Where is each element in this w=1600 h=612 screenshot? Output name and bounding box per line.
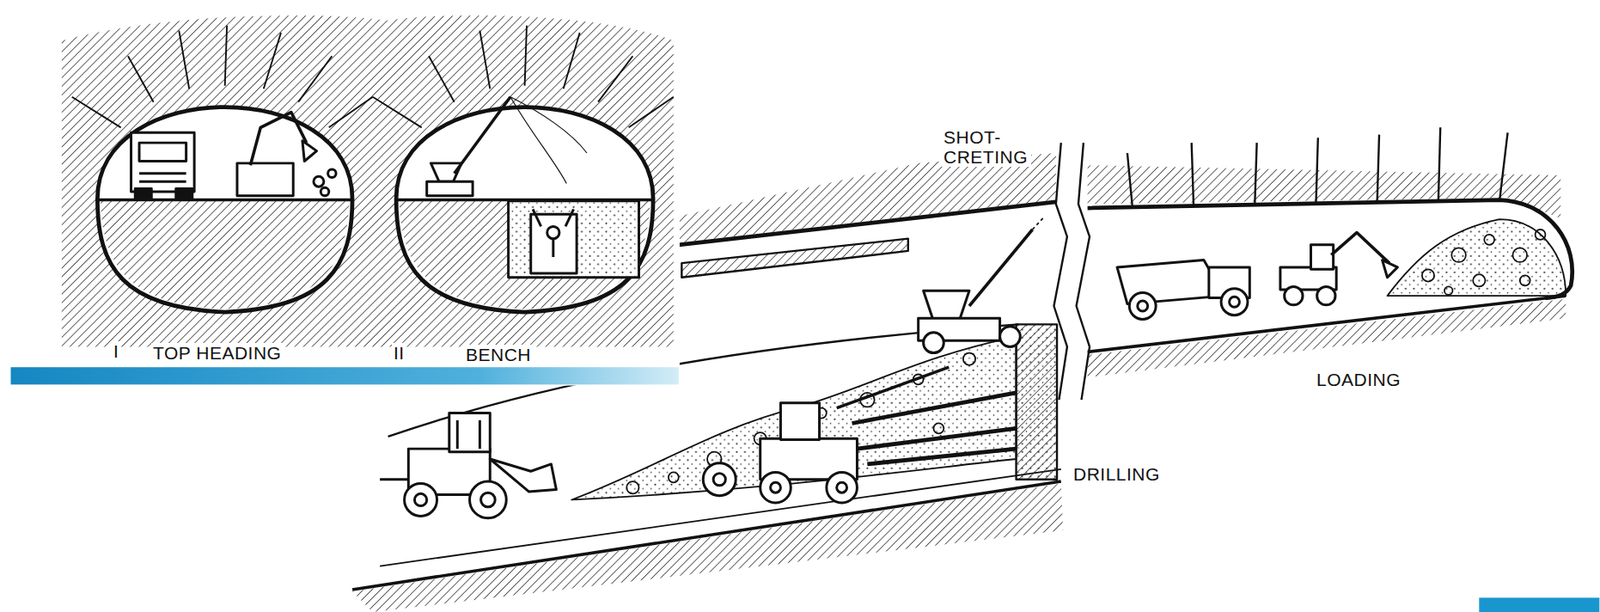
section-label: BENCH [464,344,533,365]
section-numeral: II [391,342,407,363]
section-label: TOP HEADING [151,342,283,363]
operation-label: SHOT- CRETING [941,127,1032,167]
accent-bar [1478,597,1600,612]
section-numeral: I [111,341,121,361]
accent-bar [11,366,679,385]
operation-label: DRILLING [1071,464,1162,484]
cross-sections [11,0,680,386]
operation-label: LOADING [1314,369,1403,390]
